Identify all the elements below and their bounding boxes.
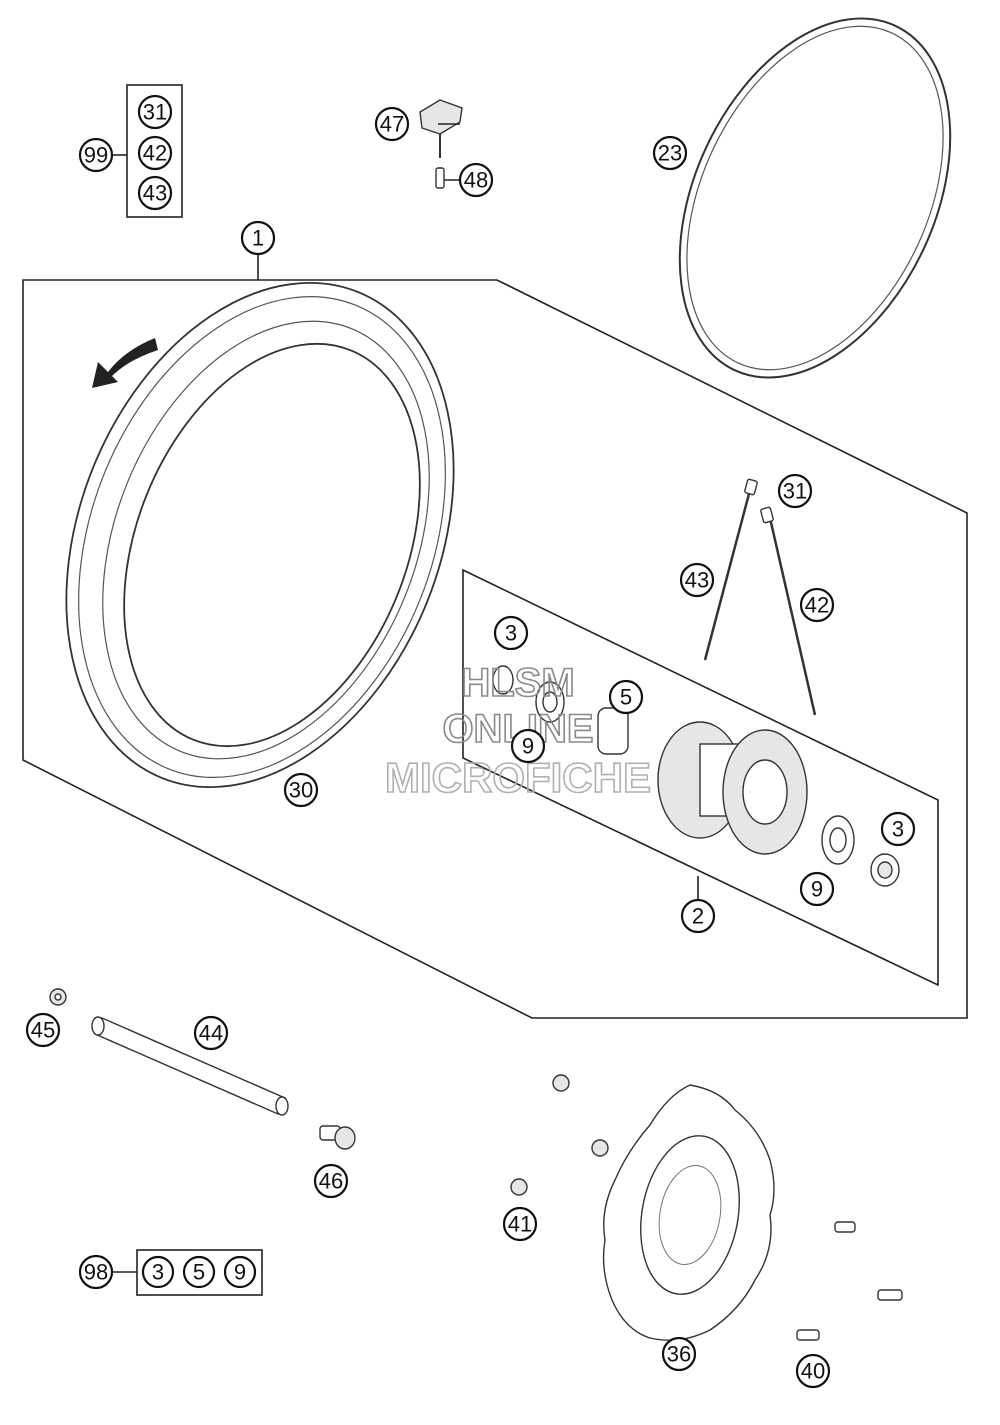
callout-45-label: 45 xyxy=(31,1018,55,1043)
callout-31-label: 31 xyxy=(783,479,807,504)
callout-43-label: 43 xyxy=(685,568,709,593)
callout-9-right[interactable]: 9 xyxy=(799,871,835,907)
callout-40[interactable]: 40 xyxy=(795,1353,831,1389)
hub-assembly-box xyxy=(462,568,939,987)
callout-47-label: 47 xyxy=(380,112,404,137)
brake-disc-drawing xyxy=(602,1084,775,1341)
callout-99[interactable]: 99 xyxy=(78,137,114,173)
callout-36[interactable]: 36 xyxy=(661,1336,697,1372)
callout-31[interactable]: 31 xyxy=(777,473,813,509)
callout-31-kit-label: 31 xyxy=(143,100,167,125)
callout-40-label: 40 xyxy=(801,1359,825,1384)
callout-2[interactable]: 2 xyxy=(680,898,716,934)
callout-5[interactable]: 5 xyxy=(608,679,644,715)
callout-44[interactable]: 44 xyxy=(193,1015,229,1051)
callout-48-label: 48 xyxy=(464,168,488,193)
callout-5-label: 5 xyxy=(620,685,632,710)
disc-nuts-drawing xyxy=(510,1074,609,1196)
callout-98-item-5-label: 5 xyxy=(193,1260,205,1285)
axle-nut-drawing xyxy=(49,988,67,1006)
callout-42[interactable]: 42 xyxy=(799,587,835,623)
callout-3-right[interactable]: 3 xyxy=(880,811,916,847)
callout-30-label: 30 xyxy=(289,778,313,803)
callout-41-label: 41 xyxy=(508,1212,532,1237)
callout-48[interactable]: 48 xyxy=(458,162,494,198)
callout-42-kit[interactable]: 42 xyxy=(137,135,173,171)
callout-98-item-9-label: 9 xyxy=(234,1260,246,1285)
callout-1-label: 1 xyxy=(252,226,264,251)
callout-36-label: 36 xyxy=(667,1342,691,1367)
callout-43[interactable]: 43 xyxy=(679,562,715,598)
rotation-arrow-icon xyxy=(92,338,158,388)
callout-3-left[interactable]: 3 xyxy=(493,615,529,651)
axle-bolt-drawing xyxy=(319,1125,356,1150)
callout-9-right-label: 9 xyxy=(811,877,823,902)
disc-bolts-drawing xyxy=(796,1221,903,1341)
callout-98-item-9[interactable]: 9 xyxy=(223,1255,257,1289)
callout-23-label: 23 xyxy=(658,141,682,166)
callout-2-label: 2 xyxy=(692,904,704,929)
callout-98-label: 98 xyxy=(84,1260,108,1285)
callout-3-right-label: 3 xyxy=(892,817,904,842)
kit-99-box xyxy=(112,84,183,218)
callout-98[interactable]: 98 xyxy=(78,1254,114,1290)
callout-99-label: 99 xyxy=(84,143,108,168)
callout-9-left-label: 9 xyxy=(522,734,534,759)
callout-31-kit[interactable]: 31 xyxy=(137,94,173,130)
callout-23[interactable]: 23 xyxy=(652,135,688,171)
callout-98-item-3-label: 3 xyxy=(152,1260,164,1285)
valve-cap-drawing xyxy=(419,99,463,189)
callout-98-item-3[interactable]: 3 xyxy=(141,1255,175,1289)
callout-41[interactable]: 41 xyxy=(502,1206,538,1242)
callout-46-label: 46 xyxy=(319,1169,343,1194)
callout-43-kit[interactable]: 43 xyxy=(137,175,173,211)
watermark-line-1: HLSM xyxy=(461,661,574,705)
callout-43-kit-label: 43 xyxy=(143,181,167,206)
wheel-assembly-box xyxy=(22,279,968,1019)
callout-47[interactable]: 47 xyxy=(374,106,410,142)
callout-45[interactable]: 45 xyxy=(25,1012,61,1048)
callout-1[interactable]: 1 xyxy=(240,220,276,256)
callout-42-label: 42 xyxy=(805,593,829,618)
callout-3-left-label: 3 xyxy=(505,621,517,646)
watermark-line-3: MICROFICHE xyxy=(385,754,651,801)
rim-drawing xyxy=(65,281,455,789)
axle-drawing xyxy=(91,1016,289,1116)
callout-46[interactable]: 46 xyxy=(313,1163,349,1199)
rim-band-drawing xyxy=(678,17,952,379)
spokes-drawing xyxy=(703,478,817,716)
callout-42-kit-label: 42 xyxy=(143,141,167,166)
kit-98-box xyxy=(112,1249,263,1296)
callout-98-item-5[interactable]: 5 xyxy=(182,1255,216,1289)
callout-44-label: 44 xyxy=(199,1021,223,1046)
hub-parts-drawing xyxy=(492,665,900,887)
callout-9-left[interactable]: 9 xyxy=(510,728,546,764)
callout-30[interactable]: 30 xyxy=(283,772,319,808)
